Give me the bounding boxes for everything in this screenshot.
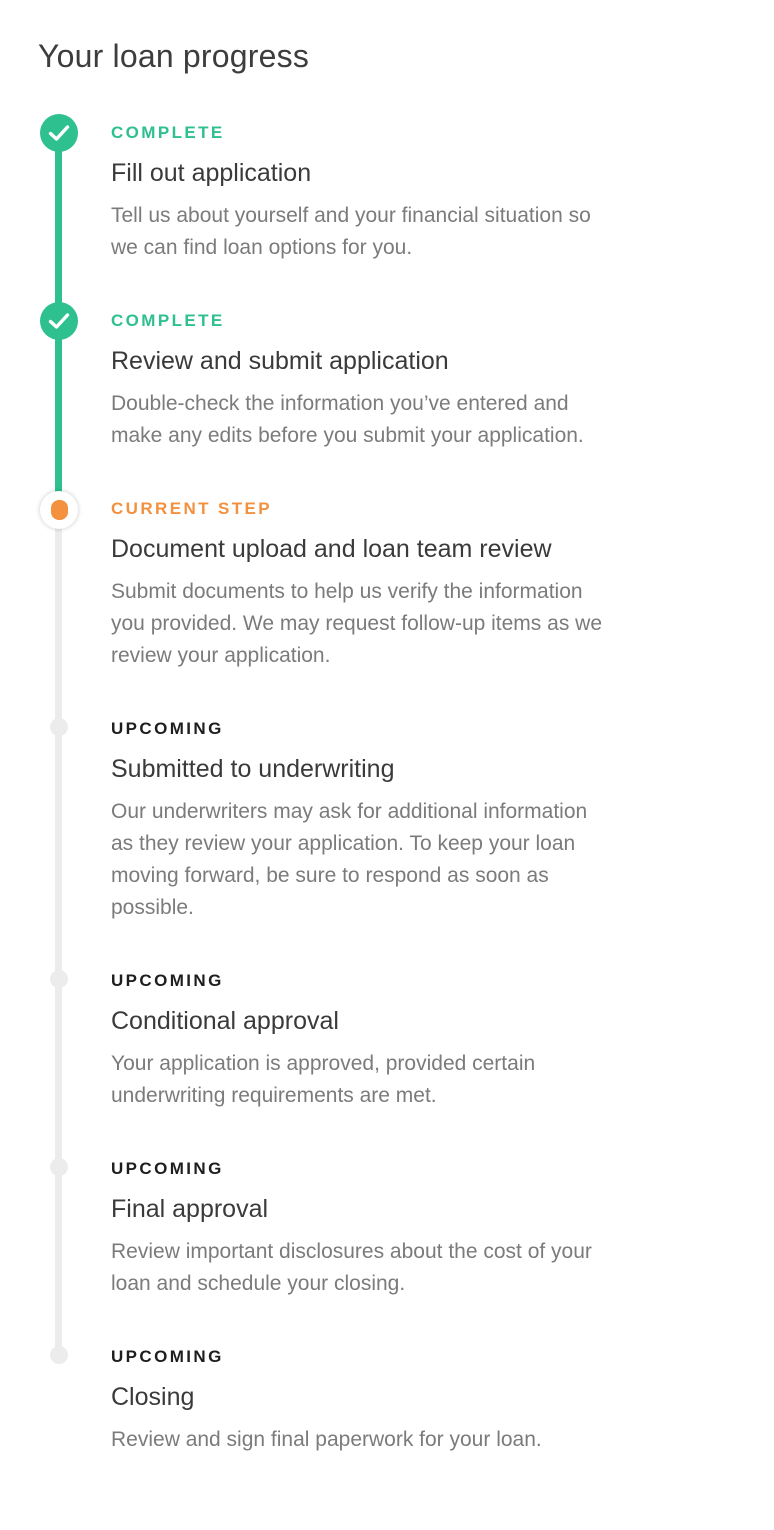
step-title: Review and submit application: [111, 347, 449, 375]
step-fill-out-application: COMPLETE Fill out application Tell us ab…: [111, 122, 751, 264]
step-description: Double-check the information you’ve ente…: [111, 392, 584, 447]
upcoming-dot-icon: [50, 970, 68, 988]
step-title: Submitted to underwriting: [111, 755, 395, 783]
step-review-and-submit: COMPLETE Review and submit application D…: [111, 310, 751, 452]
step-1-check-icon: [40, 114, 78, 152]
step-title: Fill out application: [111, 159, 312, 187]
progress-track-upcoming: [55, 510, 62, 1356]
check-icon: [48, 313, 70, 329]
step-conditional-approval: UPCOMING Conditional approval Your appli…: [111, 970, 751, 1112]
step-submitted-to-underwriting: UPCOMING Submitted to underwriting Our u…: [111, 718, 751, 924]
current-step-dot-icon: [50, 500, 68, 520]
upcoming-dot-icon: [50, 1346, 68, 1364]
step-description: Your application is approved, provided c…: [111, 1052, 536, 1107]
step-status-badge: UPCOMING: [111, 719, 224, 738]
step-description: Our underwriters may ask for additional …: [111, 800, 588, 919]
step-title: Closing: [111, 1383, 195, 1411]
step-description: Review important disclosures about the c…: [111, 1240, 592, 1295]
step-status-badge: UPCOMING: [111, 1159, 224, 1178]
page-title: Your loan progress: [38, 38, 310, 74]
step-description: Submit documents to help us verify the i…: [111, 580, 602, 667]
step-description: Tell us about yourself and your financia…: [111, 204, 591, 259]
step-2-check-icon: [40, 302, 78, 340]
step-status-badge: COMPLETE: [111, 311, 225, 330]
upcoming-dot-icon: [50, 718, 68, 736]
step-status-badge: CURRENT STEP: [111, 499, 273, 518]
current-step-marker: [40, 491, 78, 529]
step-title: Conditional approval: [111, 1007, 339, 1035]
step-title: Final approval: [111, 1195, 269, 1223]
step-description: Review and sign final paperwork for your…: [111, 1428, 542, 1451]
step-final-approval: UPCOMING Final approval Review important…: [111, 1158, 751, 1300]
step-status-badge: UPCOMING: [111, 1347, 224, 1366]
check-icon: [48, 125, 70, 141]
step-document-upload: CURRENT STEP Document upload and loan te…: [111, 498, 751, 672]
step-closing: UPCOMING Closing Review and sign final p…: [111, 1346, 751, 1456]
step-title: Document upload and loan team review: [111, 535, 552, 563]
step-status-badge: COMPLETE: [111, 123, 225, 142]
step-status-badge: UPCOMING: [111, 971, 224, 990]
upcoming-dot-icon: [50, 1158, 68, 1176]
